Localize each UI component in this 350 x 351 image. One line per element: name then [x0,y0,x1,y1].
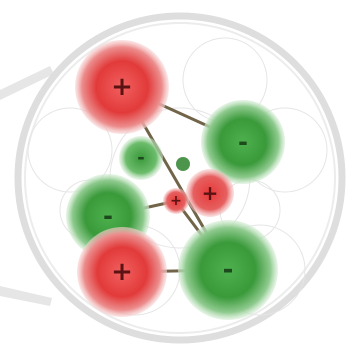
plus-sign: + [111,72,133,102]
minus-sign: - [223,255,234,285]
minus-sign: - [238,128,248,156]
plus-sign: + [111,257,133,287]
outer-ring [18,16,342,340]
center-node [176,157,190,171]
minus-sign: - [137,148,144,169]
charge-positive-small-center: + [163,188,189,214]
charge-positive-small-center-right: + [186,169,234,217]
plus-sign: + [202,181,219,205]
inner-ring [25,23,335,333]
charge-negative-small-center: - [119,136,163,180]
charge-positive-bottom-left: + [77,227,167,317]
orbital-grid [28,38,327,315]
charge-positive-top: + [75,40,169,134]
charge-negative-bottom-right: - [178,220,278,320]
plus-sign: + [170,193,182,209]
minus-sign: - [103,202,113,230]
